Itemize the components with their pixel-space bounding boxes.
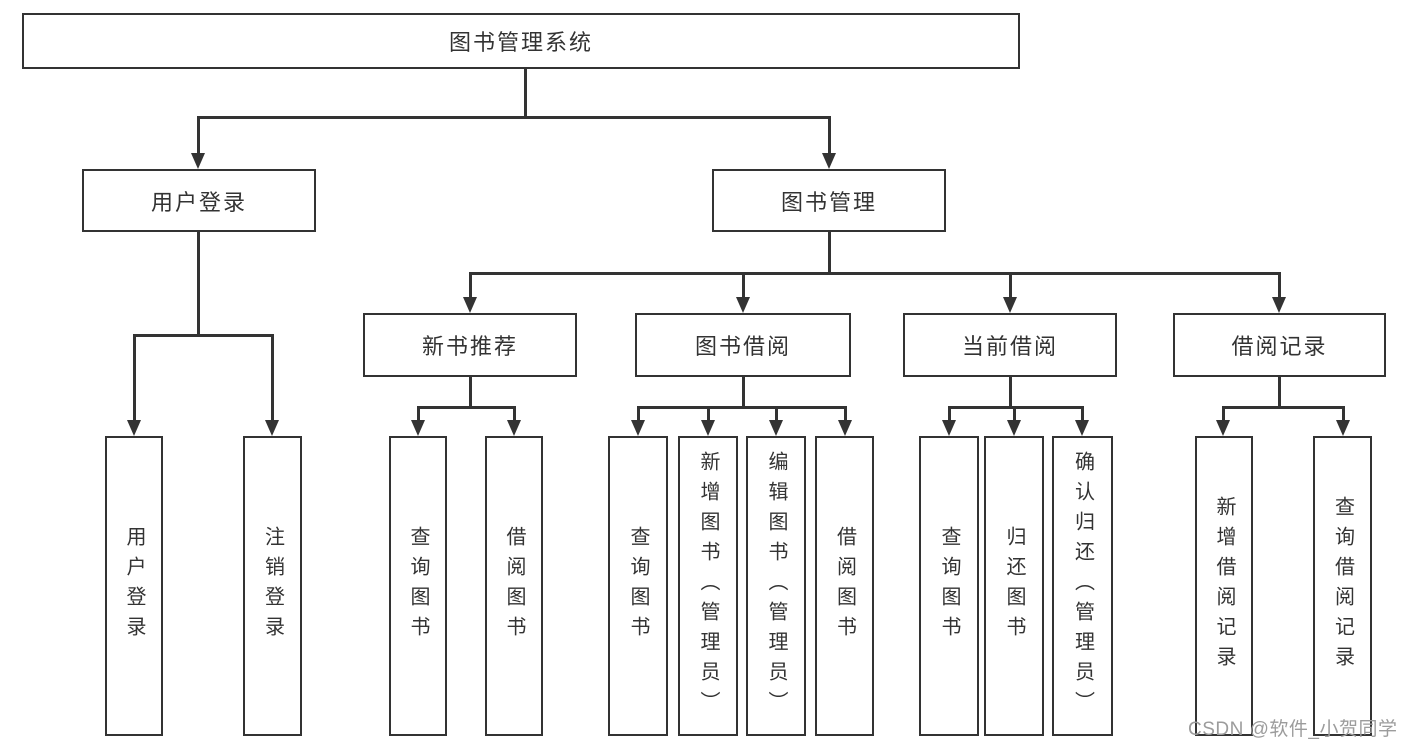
- arrow-down-icon: [701, 420, 715, 436]
- arrow-down-icon: [1075, 420, 1089, 436]
- leaf-query-borrow-record: 查询借阅记录: [1313, 436, 1372, 736]
- arrow-down-icon: [1272, 297, 1286, 313]
- node-borrow-records-label: 借阅记录: [1231, 334, 1328, 359]
- leaf-borrow-books-recommend-label: 借阅图书: [503, 526, 525, 646]
- leaf-query-borrow-record-label: 查询借阅记录: [1331, 496, 1354, 676]
- arrow-down-icon: [942, 420, 956, 436]
- leaf-user-login: 用户登录: [105, 436, 163, 736]
- leaf-return-book-label: 归还图书: [1003, 526, 1025, 646]
- connector-line: [1009, 272, 1012, 299]
- leaf-add-borrow-record-label: 新增借阅记录: [1213, 496, 1235, 676]
- node-user-login: 用户登录: [82, 169, 316, 232]
- connector-line: [948, 406, 951, 422]
- connector-line: [828, 116, 831, 155]
- node-root-label: 图书管理系统: [448, 30, 593, 55]
- node-book-borrow: 图书借阅: [635, 313, 851, 377]
- leaf-borrow-books-recommend: 借阅图书: [485, 436, 543, 736]
- connector-line: [844, 406, 847, 422]
- leaf-query-books-borrow: 查询图书: [608, 436, 668, 736]
- leaf-logout-label: 注销登录: [261, 526, 284, 646]
- leaf-confirm-return-admin-label: 确认归还（管理员）: [1071, 451, 1094, 721]
- connector-line: [828, 232, 831, 274]
- arrow-down-icon: [769, 420, 783, 436]
- connector-line: [1278, 377, 1281, 408]
- leaf-edit-book-admin-label: 编辑图书（管理员）: [765, 451, 787, 721]
- arrow-down-icon: [1336, 420, 1350, 436]
- leaf-add-borrow-record: 新增借阅记录: [1195, 436, 1253, 736]
- node-book-management-label: 图书管理: [780, 189, 877, 215]
- leaf-edit-book-admin: 编辑图书（管理员）: [746, 436, 806, 736]
- connector-line: [417, 406, 420, 422]
- node-current-borrow-label: 当前借阅: [961, 334, 1058, 359]
- connector-line: [1222, 406, 1225, 422]
- connector-line: [271, 334, 274, 422]
- connector-line: [469, 272, 1281, 275]
- connector-line: [513, 406, 516, 422]
- arrow-down-icon: [822, 153, 836, 169]
- leaf-query-books-recommend-label: 查询图书: [407, 526, 429, 646]
- arrow-down-icon: [191, 153, 205, 169]
- connector-line: [469, 377, 472, 408]
- node-user-login-label: 用户登录: [150, 189, 247, 215]
- node-borrow-records: 借阅记录: [1173, 313, 1386, 377]
- node-current-borrow: 当前借阅: [903, 313, 1117, 377]
- leaf-borrow-books-label: 借阅图书: [833, 526, 856, 646]
- connector-line: [197, 116, 830, 119]
- leaf-query-books-current: 查询图书: [919, 436, 979, 736]
- connector-line: [707, 406, 710, 422]
- connector-line: [742, 377, 745, 408]
- leaf-confirm-return-admin: 确认归还（管理员）: [1052, 436, 1113, 736]
- connector-line: [1081, 406, 1084, 422]
- leaf-query-books-borrow-label: 查询图书: [627, 526, 649, 646]
- node-book-borrow-label: 图书借阅: [694, 334, 791, 359]
- connector-line: [1278, 272, 1281, 299]
- connector-line: [1009, 377, 1012, 408]
- node-new-book-recommend-label: 新书推荐: [421, 334, 518, 359]
- connector-line: [1342, 406, 1345, 422]
- arrow-down-icon: [507, 420, 521, 436]
- leaf-user-login-label: 用户登录: [123, 526, 145, 646]
- arrow-down-icon: [631, 420, 645, 436]
- leaf-borrow-books: 借阅图书: [815, 436, 874, 736]
- arrow-down-icon: [1216, 420, 1230, 436]
- node-root: 图书管理系统: [22, 13, 1020, 69]
- connector-line: [524, 69, 527, 117]
- connector-line: [1222, 406, 1344, 409]
- arrow-down-icon: [736, 297, 750, 313]
- connector-line: [637, 406, 846, 409]
- arrow-down-icon: [838, 420, 852, 436]
- connector-line: [948, 406, 1083, 409]
- node-new-book-recommend: 新书推荐: [363, 313, 577, 377]
- arrow-down-icon: [265, 420, 279, 436]
- connector-line: [417, 406, 515, 409]
- connector-line: [133, 334, 273, 337]
- arrow-down-icon: [1007, 420, 1021, 436]
- leaf-query-books-current-label: 查询图书: [938, 526, 960, 646]
- arrow-down-icon: [463, 297, 477, 313]
- connector-line: [133, 334, 136, 422]
- node-book-management: 图书管理: [712, 169, 946, 232]
- leaf-add-book-admin: 新增图书（管理员）: [678, 436, 738, 736]
- arrow-down-icon: [411, 420, 425, 436]
- connector-line: [197, 232, 200, 336]
- connector-line: [469, 272, 472, 299]
- connector-line: [742, 272, 745, 299]
- leaf-query-books-recommend: 查询图书: [389, 436, 447, 736]
- connector-line: [197, 116, 200, 155]
- csdn-watermark: CSDN @软件_小贺同学: [1188, 719, 1398, 740]
- arrow-down-icon: [127, 420, 141, 436]
- leaf-return-book: 归还图书: [984, 436, 1044, 736]
- connector-line: [1013, 406, 1016, 422]
- connector-line: [775, 406, 778, 422]
- arrow-down-icon: [1003, 297, 1017, 313]
- leaf-logout: 注销登录: [243, 436, 302, 736]
- connector-line: [637, 406, 640, 422]
- leaf-add-book-admin-label: 新增图书（管理员）: [697, 451, 719, 721]
